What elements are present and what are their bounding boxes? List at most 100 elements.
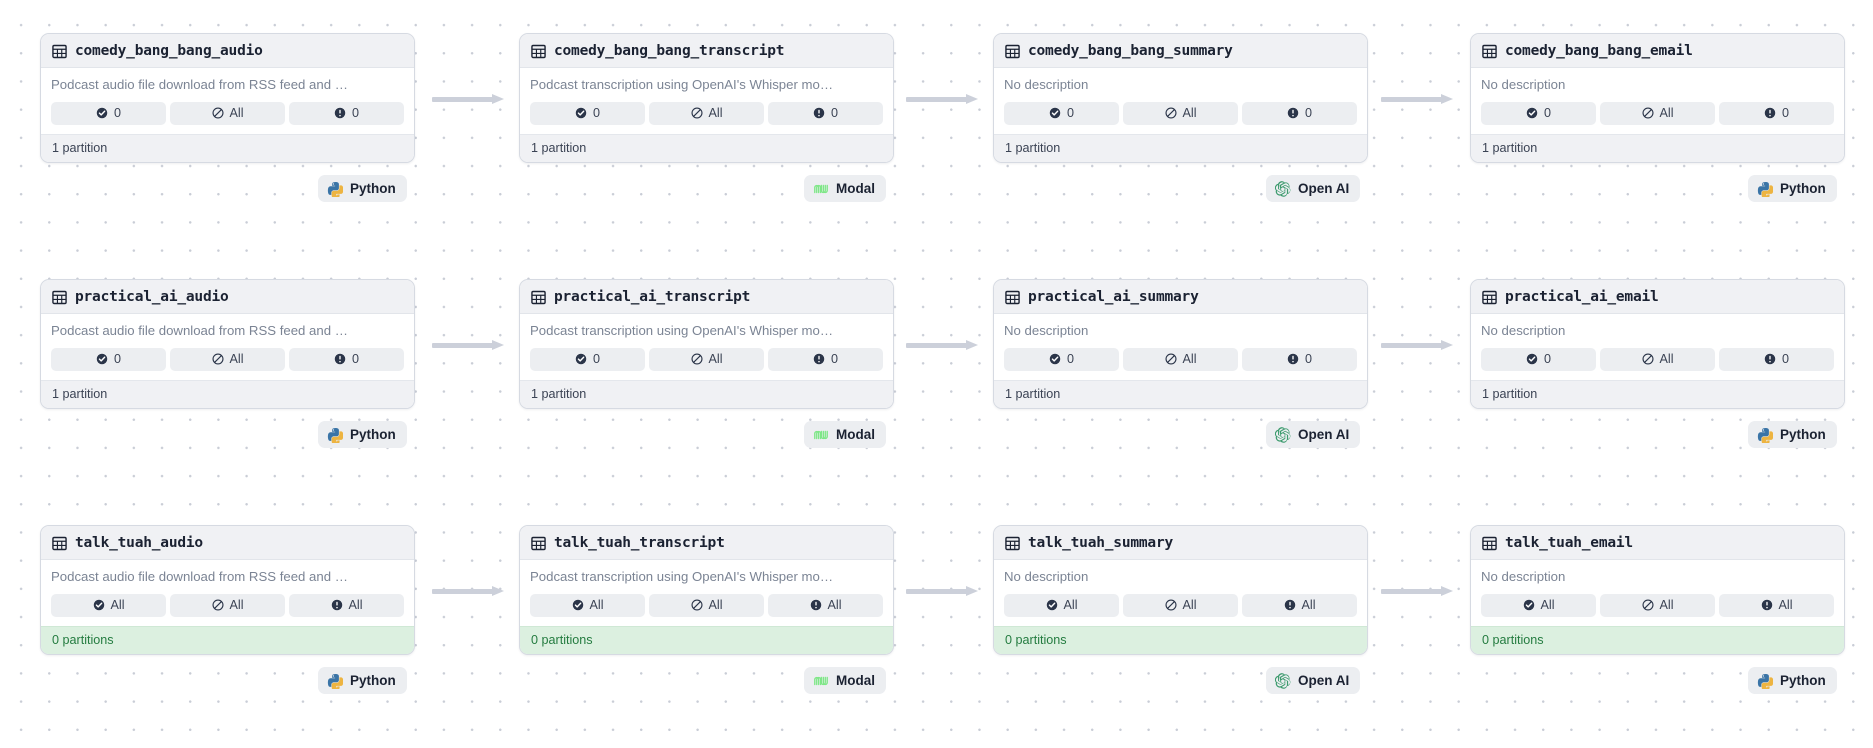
asset-partition-footer[interactable]: 0 partitions: [520, 625, 893, 654]
status-badge[interactable]: All: [1600, 101, 1715, 125]
arrow-shaft: [906, 589, 967, 594]
exclamation-circle-icon: [334, 107, 346, 119]
status-badge[interactable]: 0: [1719, 101, 1834, 125]
platform-tag[interactable]: Modal: [804, 421, 886, 448]
platform-tag[interactable]: Modal: [804, 667, 886, 694]
asset-card-header[interactable]: practical_ai_transcript: [520, 280, 893, 314]
exclamation-circle-icon: [813, 353, 825, 365]
status-badge[interactable]: All: [649, 593, 764, 617]
status-badge[interactable]: All: [649, 101, 764, 125]
status-badge[interactable]: 0: [1481, 347, 1596, 371]
status-badge[interactable]: All: [1600, 347, 1715, 371]
platform-tag[interactable]: Open AI: [1266, 421, 1361, 448]
asset-partition-footer[interactable]: 1 partition: [994, 379, 1367, 408]
asset-card-header[interactable]: comedy_bang_bang_transcript: [520, 34, 893, 68]
platform-tag[interactable]: Modal: [804, 175, 886, 202]
platform-tag-label: Open AI: [1298, 427, 1350, 442]
asset-partition-footer[interactable]: 1 partition: [520, 379, 893, 408]
status-badge[interactable]: All: [289, 593, 404, 617]
asset-partition-footer[interactable]: 1 partition: [41, 133, 414, 162]
asset-card-header[interactable]: comedy_bang_bang_email: [1471, 34, 1844, 68]
asset-description: Podcast transcription using OpenAI's Whi…: [530, 323, 834, 338]
status-badge[interactable]: All: [170, 101, 285, 125]
asset-card-header[interactable]: talk_tuah_transcript: [520, 526, 893, 560]
status-badge[interactable]: 0: [51, 101, 166, 125]
status-badge[interactable]: All: [1242, 593, 1357, 617]
asset-partition-footer[interactable]: 0 partitions: [994, 625, 1367, 654]
status-badge[interactable]: 0: [289, 101, 404, 125]
check-circle-icon: [1526, 353, 1538, 365]
platform-tag[interactable]: Python: [318, 667, 407, 694]
asset-partition-footer[interactable]: 0 partitions: [1471, 625, 1844, 654]
platform-tag[interactable]: Python: [1748, 421, 1837, 448]
platform-tag[interactable]: Python: [318, 175, 407, 202]
status-badge[interactable]: All: [170, 347, 285, 371]
asset-card-header[interactable]: practical_ai_summary: [994, 280, 1367, 314]
status-badge[interactable]: 0: [1004, 347, 1119, 371]
asset-description: No description: [1004, 77, 1089, 92]
arrow-shaft: [906, 97, 967, 102]
asset-card-header[interactable]: comedy_bang_bang_audio: [41, 34, 414, 68]
asset-card-header[interactable]: comedy_bang_bang_summary: [994, 34, 1367, 68]
platform-tag[interactable]: Python: [1748, 667, 1837, 694]
status-badge[interactable]: 0: [768, 101, 883, 125]
dependency-arrow: [1381, 586, 1453, 596]
status-badge[interactable]: All: [1004, 593, 1119, 617]
status-badge[interactable]: All: [649, 347, 764, 371]
asset-partition-footer[interactable]: 1 partition: [41, 379, 414, 408]
status-badge[interactable]: 0: [1242, 347, 1357, 371]
status-badge[interactable]: 0: [51, 347, 166, 371]
status-badge-label: 0: [351, 106, 359, 120]
status-badge[interactable]: 0: [1004, 101, 1119, 125]
platform-tag[interactable]: Python: [318, 421, 407, 448]
status-badge[interactable]: All: [1481, 593, 1596, 617]
asset-card-header[interactable]: practical_ai_email: [1471, 280, 1844, 314]
status-badge[interactable]: All: [530, 593, 645, 617]
asset-card-header[interactable]: talk_tuah_summary: [994, 526, 1367, 560]
status-badge[interactable]: All: [170, 593, 285, 617]
status-badge[interactable]: 0: [1481, 101, 1596, 125]
asset-card-header[interactable]: practical_ai_audio: [41, 280, 414, 314]
platform-tag[interactable]: Open AI: [1266, 667, 1361, 694]
asset-partition-footer[interactable]: 1 partition: [994, 133, 1367, 162]
asset-title: talk_tuah_transcript: [554, 535, 725, 551]
asset-partition-footer[interactable]: 0 partitions: [41, 625, 414, 654]
platform-tag[interactable]: Python: [1748, 175, 1837, 202]
asset-partition-footer[interactable]: 1 partition: [1471, 133, 1844, 162]
status-badge[interactable]: 0: [1719, 347, 1834, 371]
status-badge[interactable]: 0: [768, 347, 883, 371]
asset-card-header[interactable]: talk_tuah_audio: [41, 526, 414, 560]
asset-card-header[interactable]: talk_tuah_email: [1471, 526, 1844, 560]
status-badge[interactable]: All: [1123, 347, 1238, 371]
status-badge[interactable]: All: [1719, 593, 1834, 617]
platform-tag-label: Modal: [836, 427, 875, 442]
asset-partition-footer[interactable]: 1 partition: [520, 133, 893, 162]
status-badge[interactable]: All: [51, 593, 166, 617]
platform-tag[interactable]: Open AI: [1266, 175, 1361, 202]
status-badge-label: All: [1540, 598, 1555, 612]
status-badge[interactable]: 0: [530, 101, 645, 125]
status-badge[interactable]: 0: [1242, 101, 1357, 125]
status-badge[interactable]: All: [768, 593, 883, 617]
modal-icon: [813, 181, 829, 197]
asset-partition-footer[interactable]: 1 partition: [1471, 379, 1844, 408]
status-badge[interactable]: 0: [530, 347, 645, 371]
status-badge[interactable]: All: [1123, 593, 1238, 617]
status-badge[interactable]: 0: [289, 347, 404, 371]
asset-title: talk_tuah_summary: [1028, 535, 1174, 551]
status-badge[interactable]: All: [1600, 593, 1715, 617]
status-badge[interactable]: All: [1123, 101, 1238, 125]
